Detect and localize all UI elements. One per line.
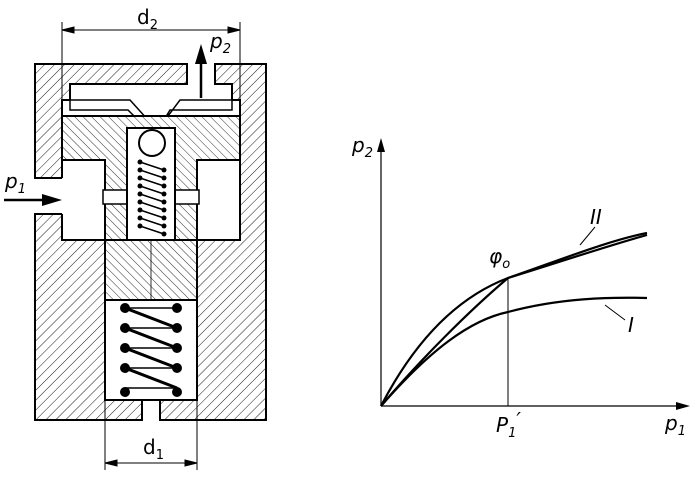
d2-label: d2 (137, 5, 158, 33)
y-axis-label: p2 (351, 133, 373, 161)
right-port-cavity (196, 159, 241, 241)
valve-drawing: d2 d1 p2 p1 (4, 5, 267, 470)
curve-upper (380, 231, 648, 407)
inner-spring (139, 161, 165, 235)
characteristic-graph: p2 p1 φo P1′ II I (351, 133, 690, 441)
right-channel (174, 189, 200, 205)
dimension-d1 (104, 400, 198, 470)
p1-prime-label: P1′ (496, 408, 521, 441)
curve-II-label: II (590, 205, 602, 229)
inlet-port (35, 178, 63, 214)
left-port-cavity (61, 159, 106, 241)
phi-point-label: φo (489, 244, 510, 272)
inlet-channel (102, 189, 128, 205)
main-spring-dots (120, 303, 182, 397)
inner-spring-dots (137, 159, 167, 237)
d1-label: d1 (143, 435, 164, 463)
valve-ball (138, 129, 166, 157)
dimension-d2 (61, 22, 241, 100)
main-spring (124, 306, 178, 390)
x-axis-label: p1 (664, 411, 686, 439)
curve-I-label: I (628, 313, 634, 337)
curve-II (380, 233, 648, 407)
leader-I (604, 304, 626, 321)
leader-II (579, 226, 596, 246)
p2-label: p2 (209, 29, 231, 57)
curve-I (380, 296, 648, 407)
lower-chamber (104, 299, 198, 401)
p1-label: p1 (4, 169, 26, 197)
